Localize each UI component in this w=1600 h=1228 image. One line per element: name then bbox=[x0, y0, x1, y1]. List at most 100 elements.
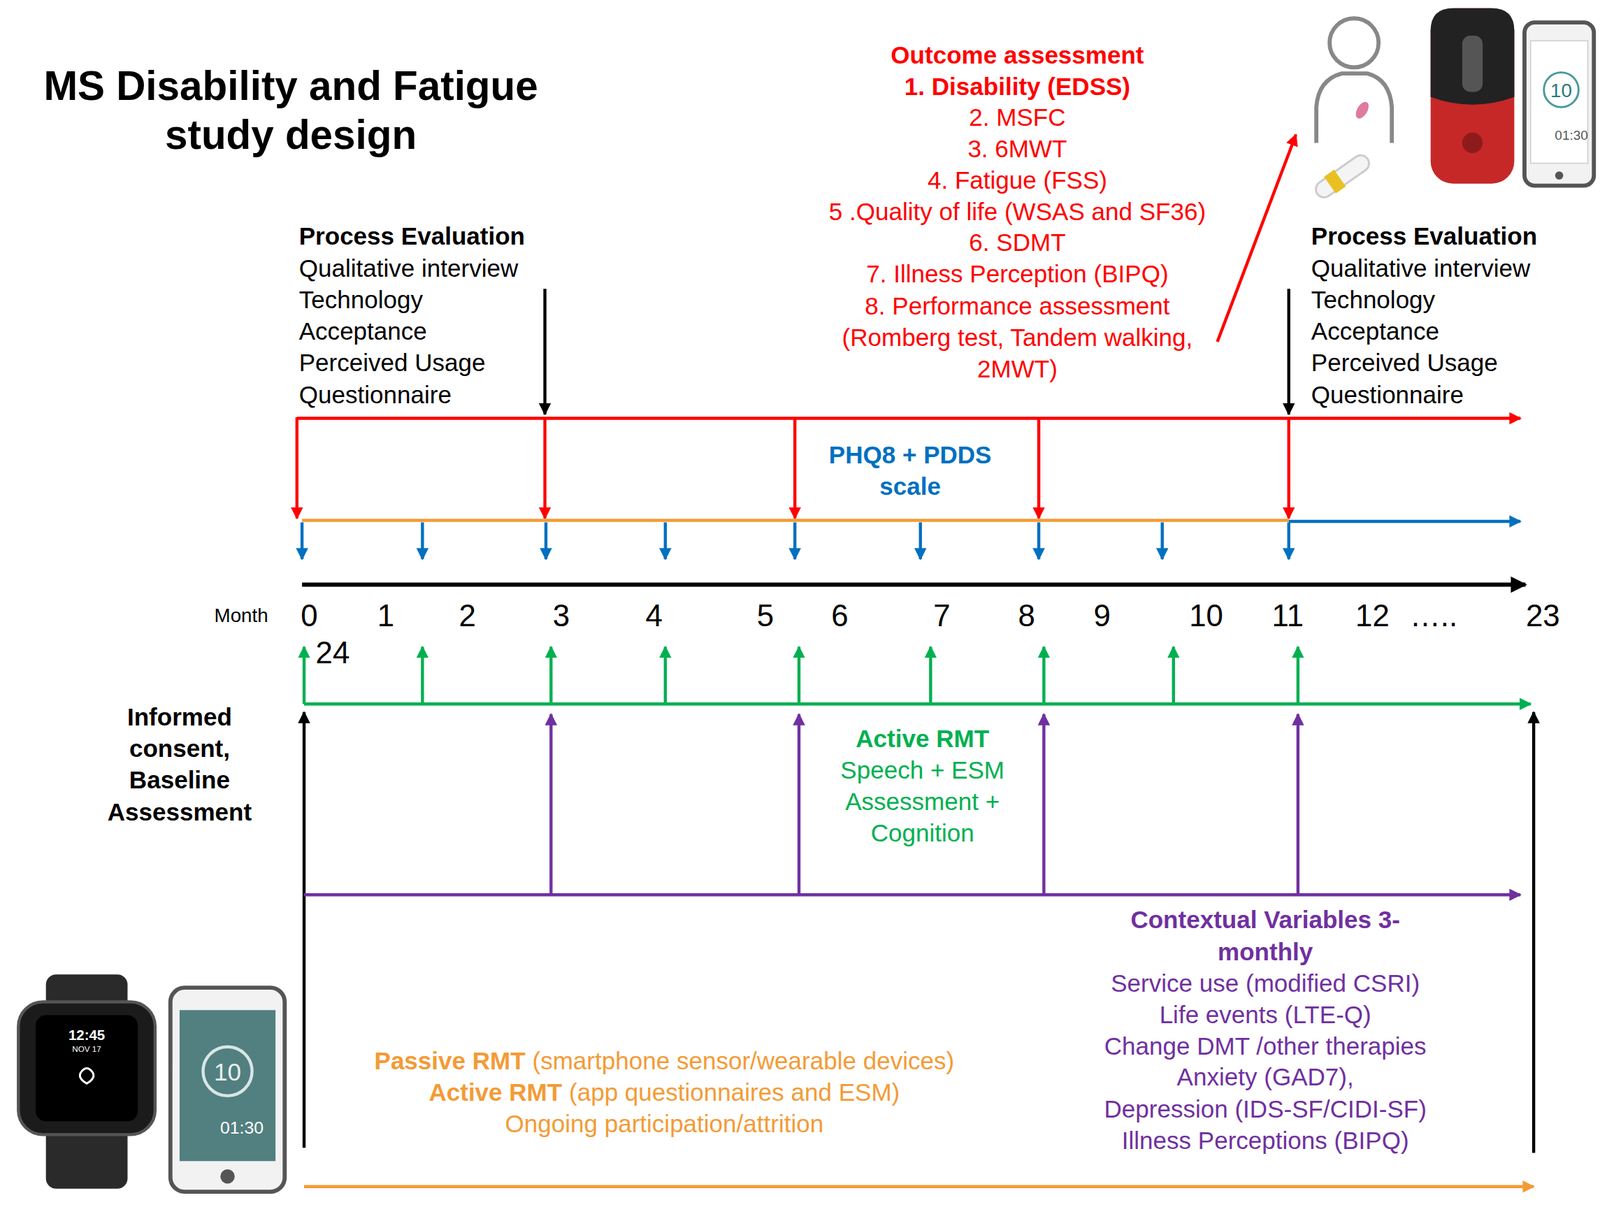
diagram-title: MS Disability and Fatigue study design bbox=[4, 61, 577, 160]
drawing-line bbox=[1287, 288, 1291, 415]
outcome-item: 3. 6MWT bbox=[967, 132, 1067, 165]
screen-text: 01:30 bbox=[1554, 126, 1589, 144]
drawing-rect bbox=[1524, 22, 1594, 186]
body-sensor-figure bbox=[1311, 18, 1392, 203]
contextual-item: Illness Perceptions (BIPQ) bbox=[1121, 1124, 1410, 1157]
section-heading: Outcome assessment bbox=[890, 38, 1144, 70]
drawing-line bbox=[1161, 522, 1164, 560]
section-heading: Active RMT bbox=[855, 722, 990, 755]
month-tick: 6 bbox=[831, 596, 848, 637]
section-heading: Contextual Variables 3-monthly bbox=[1117, 903, 1414, 968]
drawing-circle bbox=[1544, 72, 1580, 108]
drawing-line bbox=[1042, 714, 1045, 895]
process-item: Acceptance bbox=[1311, 315, 1440, 347]
section-heading: Passive RMT bbox=[374, 1044, 526, 1077]
wearable-watch bbox=[18, 974, 156, 1189]
drawing-line bbox=[301, 582, 1526, 588]
drawing-line bbox=[549, 714, 553, 895]
month-tick: 10 bbox=[1188, 596, 1224, 637]
axis-label: Month bbox=[214, 603, 269, 629]
month-tick: 4 bbox=[645, 596, 663, 637]
process-item: Technology bbox=[1311, 283, 1436, 316]
drawing-line bbox=[304, 702, 1531, 706]
drawing-line bbox=[664, 522, 667, 560]
section-heading: Active RMT bbox=[428, 1076, 562, 1108]
contextual-item: Life events (LTE-Q) bbox=[1159, 998, 1372, 1031]
drawing-path bbox=[1316, 73, 1392, 143]
activity-item: Ongoing participation/attrition bbox=[504, 1107, 824, 1140]
outcome-item: 1. Disability (EDSS) bbox=[904, 69, 1131, 102]
month-tick: 0 bbox=[300, 596, 318, 637]
drawing-line bbox=[420, 647, 424, 705]
drawing-line bbox=[793, 418, 797, 519]
drawing-line bbox=[919, 522, 922, 560]
drawing-line bbox=[544, 522, 548, 560]
drawing-path bbox=[79, 1068, 93, 1084]
drawing-rect bbox=[1323, 169, 1346, 194]
screen-text: NOV 17 bbox=[71, 1044, 102, 1056]
drawing-line bbox=[1172, 647, 1176, 705]
outcome-item: 6. SDMT bbox=[968, 226, 1066, 258]
contextual-item: Change DMT /other therapies bbox=[1104, 1030, 1427, 1062]
text-row: Passive RMT(smartphone sensor/wearable d… bbox=[374, 1044, 955, 1077]
activity-item: (smartphone sensor/wearable devices) bbox=[531, 1044, 955, 1077]
process-item: Perceived Usage bbox=[1311, 346, 1498, 379]
outcome-item: 8. Performance assessment (Romberg test,… bbox=[823, 289, 1212, 385]
month-tick: 9 bbox=[1093, 596, 1111, 637]
drawing-line bbox=[664, 647, 667, 705]
screen-text: 10 bbox=[1550, 77, 1573, 103]
drawing-line bbox=[797, 714, 801, 895]
drawing-rect bbox=[1462, 35, 1483, 92]
drawing-rect bbox=[179, 1010, 276, 1162]
screen-text: 10 bbox=[213, 1056, 242, 1088]
contextual-item: Depression (IDS-SF/CIDI-SF) bbox=[1103, 1093, 1426, 1125]
drawing-circle bbox=[1329, 18, 1379, 68]
drawing-rect bbox=[1530, 40, 1589, 163]
drawing-line bbox=[304, 893, 1521, 897]
drawing-line bbox=[300, 522, 304, 560]
smartphone bbox=[1524, 22, 1594, 186]
drawing-line bbox=[793, 522, 797, 560]
drawing-line bbox=[1296, 714, 1300, 895]
drawing-line bbox=[797, 647, 801, 705]
drawing-g bbox=[297, 134, 1534, 1187]
process-item: Acceptance bbox=[299, 315, 428, 347]
drawing-circle bbox=[1462, 132, 1483, 154]
activity-item: (app questionnaires and ESM) bbox=[568, 1076, 900, 1108]
month-tick: 5 bbox=[757, 596, 774, 637]
drawing-line bbox=[543, 288, 546, 415]
drawing-line bbox=[1037, 418, 1041, 519]
outcome-item: 5 .Quality of life (WSAS and SF36) bbox=[829, 195, 1206, 228]
drawing-path bbox=[1430, 8, 1515, 105]
milestone-label: Informed consent, Baseline Assessment bbox=[92, 701, 267, 828]
drawing-line bbox=[1296, 647, 1300, 705]
drawing-line bbox=[1287, 522, 1291, 560]
process-item: Questionnaire bbox=[299, 378, 452, 411]
drawing-line bbox=[1217, 134, 1296, 342]
outcome-item: 2. MSFC bbox=[968, 101, 1066, 133]
outcome-item: 7. Illness Perception (BIPQ) bbox=[866, 257, 1169, 290]
drawing-rect bbox=[18, 1002, 156, 1136]
month-tick: 3 bbox=[552, 596, 570, 637]
process-item: Qualitative interview bbox=[299, 252, 519, 284]
drawing-line bbox=[928, 647, 932, 705]
contextual-item: Service use (modified CSRI) bbox=[1110, 967, 1420, 999]
process-item: Perceived Usage bbox=[299, 346, 486, 379]
drawing-rect bbox=[170, 987, 286, 1192]
text-row: Active RMT(app questionnaires and ESM) bbox=[428, 1076, 900, 1108]
drawing-circle bbox=[220, 1169, 235, 1184]
drawing-line bbox=[297, 416, 1521, 420]
drawing-line bbox=[295, 417, 299, 519]
smartphone bbox=[170, 987, 286, 1192]
drawing-g bbox=[1311, 150, 1373, 203]
drawing-line bbox=[1042, 647, 1045, 705]
outcome-item: 4. Fatigue (FSS) bbox=[927, 164, 1108, 196]
month-tick: 11 bbox=[1272, 596, 1304, 637]
screen-text: 12:45 bbox=[68, 1025, 105, 1044]
month-tick: 2 bbox=[458, 596, 476, 637]
drawing-line bbox=[302, 712, 306, 1148]
drawing-rect bbox=[1312, 152, 1373, 201]
month-tick: 7 bbox=[933, 596, 950, 637]
activity-item: Speech + ESM Assessment + Cognition bbox=[825, 754, 1020, 850]
